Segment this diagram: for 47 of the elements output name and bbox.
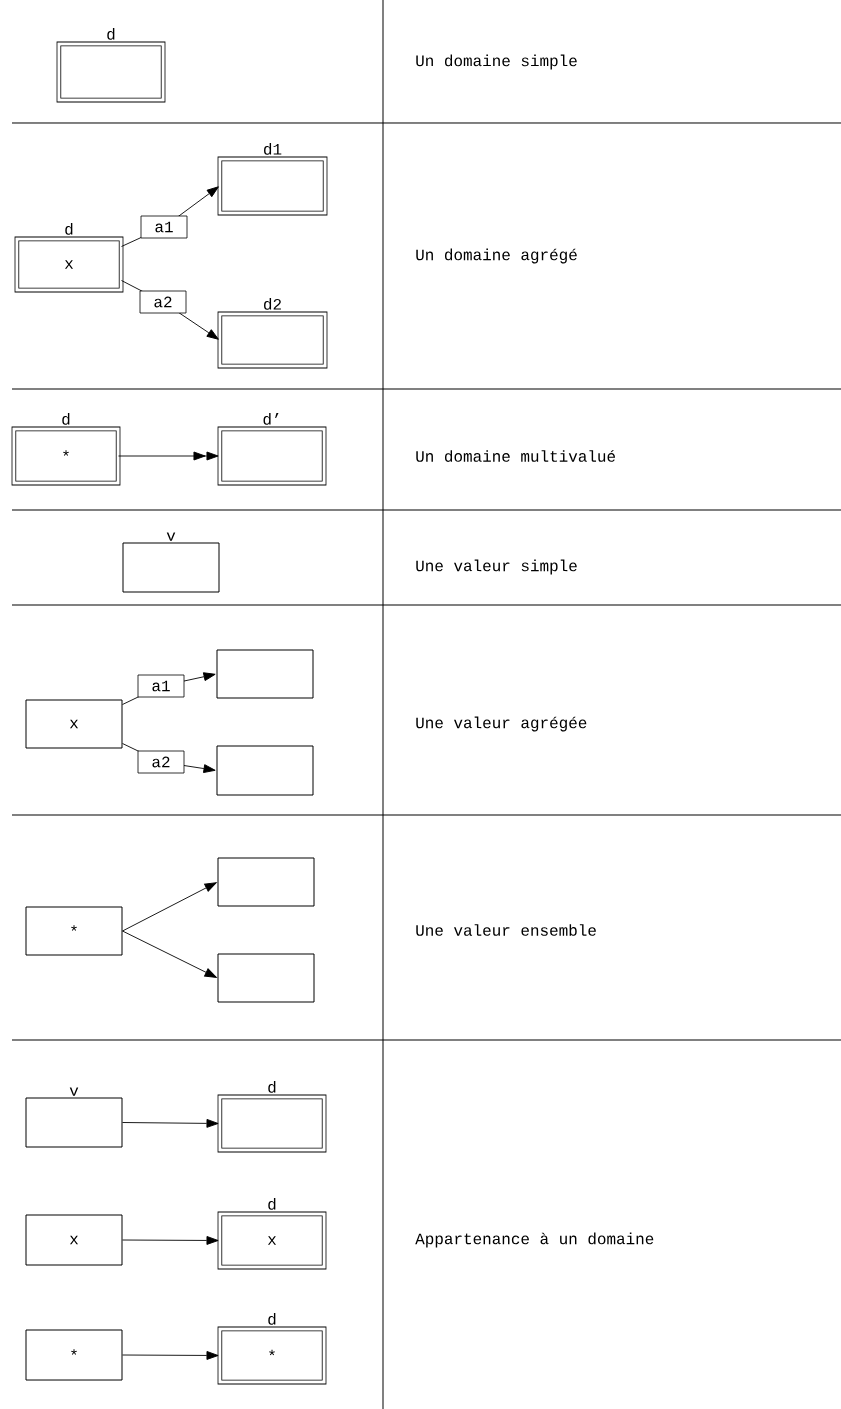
arrow <box>122 930 217 978</box>
value-box <box>217 953 315 1003</box>
node-label: d <box>268 1081 276 1093</box>
node-label: d1 <box>264 143 282 155</box>
domain-box: d * <box>217 1313 327 1385</box>
arrow <box>122 1118 219 1128</box>
domain-box: d <box>56 28 166 103</box>
node-label: v <box>166 532 176 541</box>
domain-box: d x <box>14 223 124 293</box>
domain-box: d * <box>11 413 121 486</box>
node-label: v <box>69 1087 79 1096</box>
node-label: d’ <box>263 413 279 425</box>
value-box: x <box>25 1214 123 1266</box>
domain-box: d2 <box>217 298 328 369</box>
row-description: Un domaine agrégé <box>416 248 577 264</box>
value-box <box>216 649 314 699</box>
node-label: d <box>107 28 115 40</box>
edge-label: a2 <box>139 290 187 314</box>
edge-label: a2 <box>137 750 185 774</box>
arrow <box>122 1351 219 1360</box>
edge-label: a1 <box>137 674 185 698</box>
row-description: Une valeur ensemble <box>416 924 596 936</box>
value-box: x <box>25 699 123 749</box>
row-description: Un domaine simple <box>416 54 577 70</box>
domain-box: d’ <box>217 413 327 486</box>
edge-label: a1 <box>140 215 188 239</box>
row-description: Une valeur agrégée <box>416 716 587 732</box>
row-description: Un domaine multivalué <box>416 450 615 462</box>
value-box: * <box>25 1329 123 1381</box>
value-box <box>216 745 314 796</box>
domain-box: d <box>217 1081 327 1153</box>
value-box: v <box>122 532 220 593</box>
node-label: d <box>65 223 73 235</box>
row-description: Une valeur simple <box>416 559 577 575</box>
arrow <box>122 1236 219 1245</box>
arrow <box>118 451 219 461</box>
value-box <box>217 857 315 907</box>
arrow <box>122 882 217 932</box>
node-label: d <box>268 1313 276 1325</box>
value-box: * <box>25 906 123 956</box>
domain-box: d x <box>217 1198 327 1270</box>
node-label: d2 <box>264 298 281 310</box>
node-label: d <box>268 1198 276 1210</box>
value-box: v <box>25 1087 123 1148</box>
domain-box: d1 <box>217 143 328 216</box>
row-description: Appartenance à un domaine <box>415 1232 654 1248</box>
node-label: d <box>62 413 70 425</box>
